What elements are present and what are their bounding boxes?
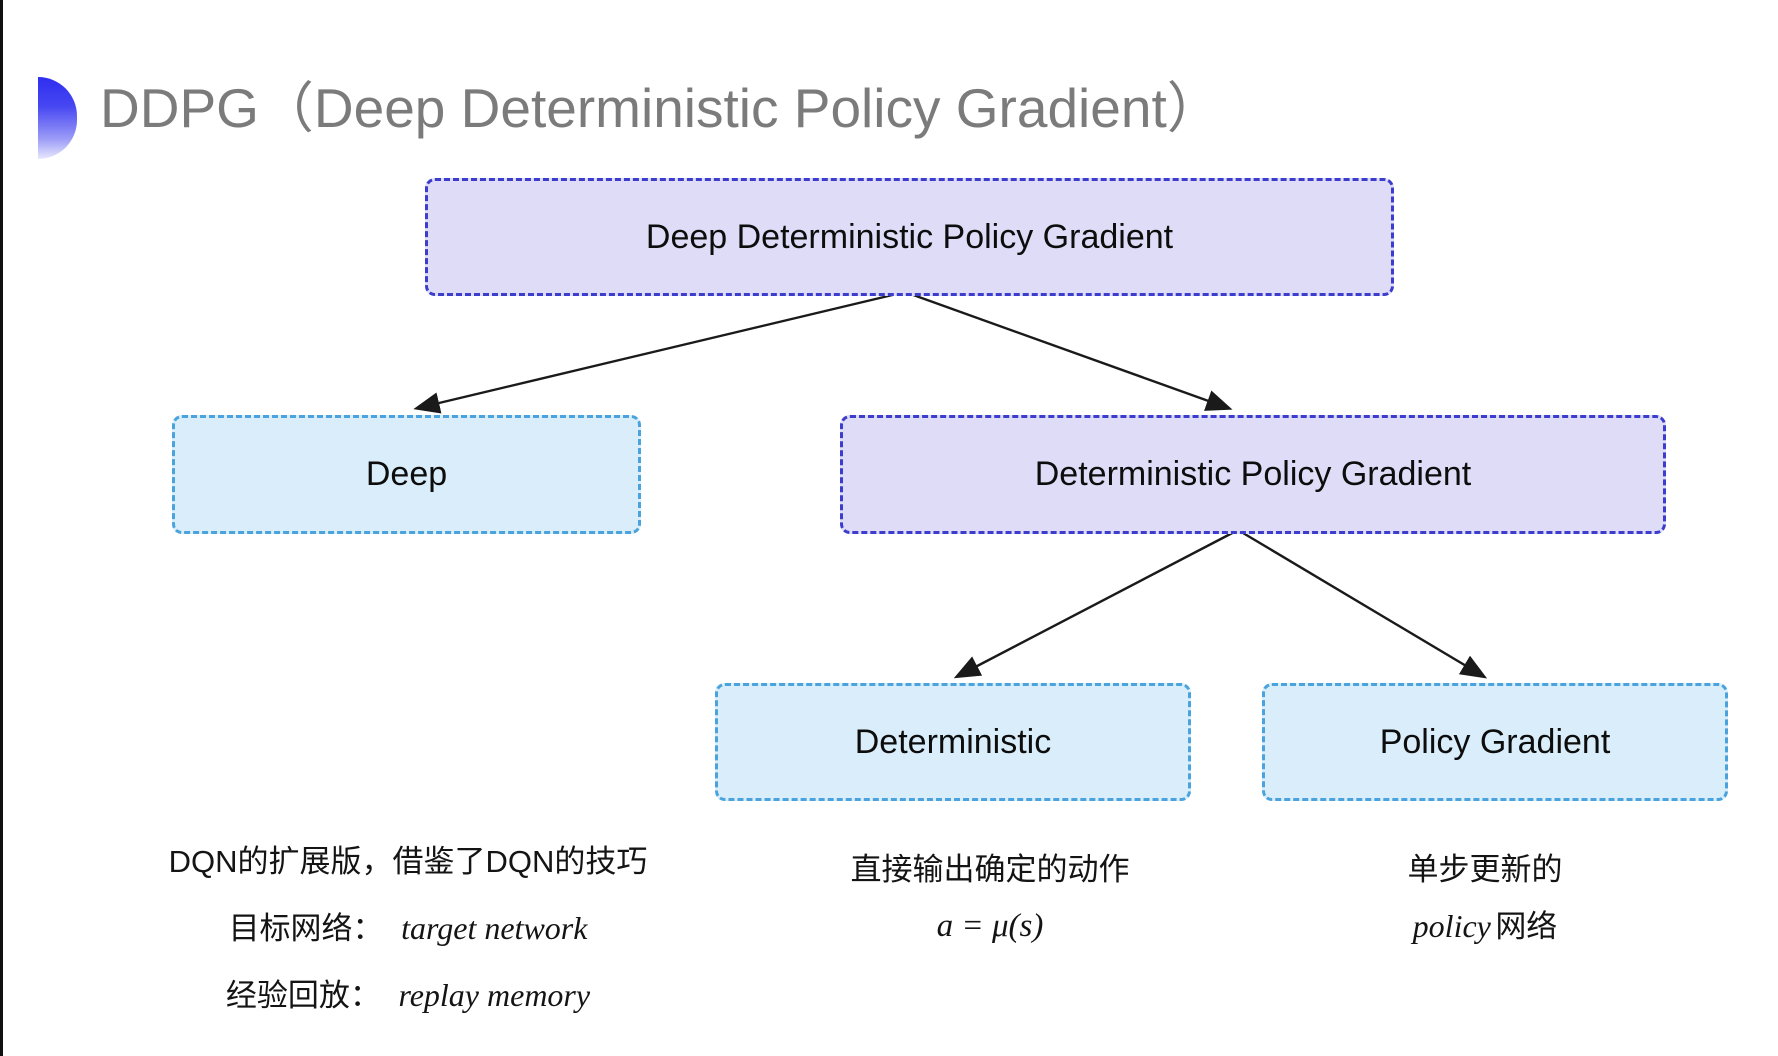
deterministic-annotation: 直接输出确定的动作 a = μ(s) [760,845,1220,957]
node-deterministic-policy-gradient: Deterministic Policy Gradient [840,415,1666,534]
node-label: Deep [365,455,448,493]
node-deterministic: Deterministic [715,683,1191,801]
node-deep: Deep [172,415,641,534]
node-label: Policy Gradient [1379,722,1611,761]
node-deep-deterministic-policy-gradient: Deep Deterministic Policy Gradient [425,178,1394,296]
edge-dpg-to-policy-gradient [1237,528,1488,679]
policy-gradient-annotation: 单步更新的 policy 网络 [1270,845,1700,958]
title-bullet-icon [38,77,77,159]
edge-root-to-deep [413,290,906,414]
node-policy-gradient: Policy Gradient [1262,683,1728,801]
policy-gradient-annotation-line1: 单步更新的 [1407,852,1563,887]
node-label: Deep Deterministic Policy Gradient [645,217,1174,256]
page-title: DDPG（Deep Deterministic Policy Gradient） [100,77,1222,139]
policy-gradient-annotation-line2: policy 网络 [1412,908,1558,944]
deep-annotation-line2: 目标网络： target network [228,910,588,946]
deep-annotation-line1: DQN的扩展版，借鉴了DQN的技巧 [168,844,648,879]
deep-annotation-line3: 经验回放： replay memory [225,977,591,1013]
deterministic-annotation-formula: a = μ(s) [936,908,1044,944]
deterministic-annotation-line1: 直接输出确定的动作 [850,852,1130,887]
edge-dpg-to-deterministic [953,528,1239,679]
edge-root-to-dpg [904,290,1233,411]
deep-annotation: DQN的扩展版，借鉴了DQN的技巧 目标网络： target network 经… [120,832,696,1032]
node-label: Deterministic Policy Gradient [1034,455,1472,493]
left-edge-line [0,0,3,1056]
node-label: Deterministic [854,722,1052,761]
